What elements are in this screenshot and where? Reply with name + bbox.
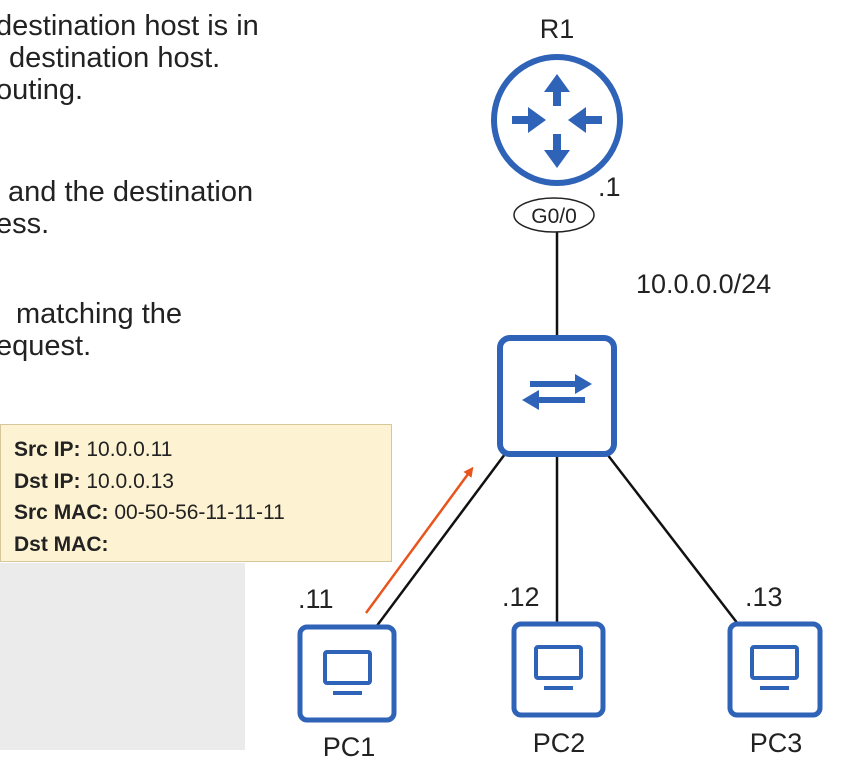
pc2-ip-suffix: .12 xyxy=(502,582,540,612)
dst-mac-key: Dst MAC: xyxy=(14,532,109,556)
bullet-1-line-2: destination host. xyxy=(9,42,221,74)
bullet-text-2: and the destination ess. xyxy=(0,176,253,240)
pc3-ip-suffix: .13 xyxy=(745,582,783,612)
bullet-1-line-3: outing. xyxy=(0,74,84,106)
pc3-icon xyxy=(727,621,823,718)
src-ip-value: 10.0.0.11 xyxy=(86,438,173,461)
bullet-text-3: matching the equest. xyxy=(0,298,182,362)
interface-oval xyxy=(513,197,595,233)
src-mac-key: Src MAC: xyxy=(14,501,109,524)
router-name: R1 xyxy=(540,14,575,44)
bullet-2-line-2: ess. xyxy=(0,208,50,240)
dst-ip-value: 10.0.0.13 xyxy=(86,469,174,493)
bullet-2-line-1: and the destination xyxy=(8,176,254,208)
pc1-ip-suffix: .11 xyxy=(298,584,334,614)
router-ip-suffix: .1 xyxy=(598,172,621,202)
link-switch-pc3 xyxy=(606,453,739,625)
network-label: 10.0.0.0/24 xyxy=(636,269,771,299)
dst-ip-key: Dst IP: xyxy=(14,469,81,493)
traffic-arrow xyxy=(364,466,474,614)
dst-ip-field: Dst IP: 10.0.0.13 xyxy=(14,466,391,498)
pc2-icon xyxy=(511,621,606,718)
src-ip-field: Src IP: 10.0.0.11 xyxy=(14,434,391,466)
overlay-panel xyxy=(0,563,245,750)
packet-info-box: Src IP: 10.0.0.11 Dst IP: 10.0.0.13 Src … xyxy=(0,424,392,562)
link-switch-pc1 xyxy=(374,453,507,628)
pc2-name: PC2 xyxy=(533,728,586,758)
pc1-name: PC1 xyxy=(323,732,376,762)
src-ip-key: Src IP: xyxy=(14,438,81,461)
bullet-3-line-2: equest. xyxy=(0,330,92,362)
pc3-name: PC3 xyxy=(750,728,803,758)
src-mac-value: 00-50-56-11-11-11 xyxy=(114,501,285,524)
bullet-1-line-1: destination host is in xyxy=(0,10,259,42)
dst-mac-field: Dst MAC: xyxy=(14,529,391,561)
switch-icon xyxy=(497,335,617,457)
pc1-icon xyxy=(297,624,397,723)
bullet-text-1: destination host is in destination host.… xyxy=(0,10,259,106)
bullet-3-line-1: matching the xyxy=(16,298,183,330)
router-icon xyxy=(491,54,623,186)
interface-label: G0/0 xyxy=(531,205,577,228)
src-mac-field: Src MAC: 00-50-56-11-11-11 xyxy=(14,497,391,529)
